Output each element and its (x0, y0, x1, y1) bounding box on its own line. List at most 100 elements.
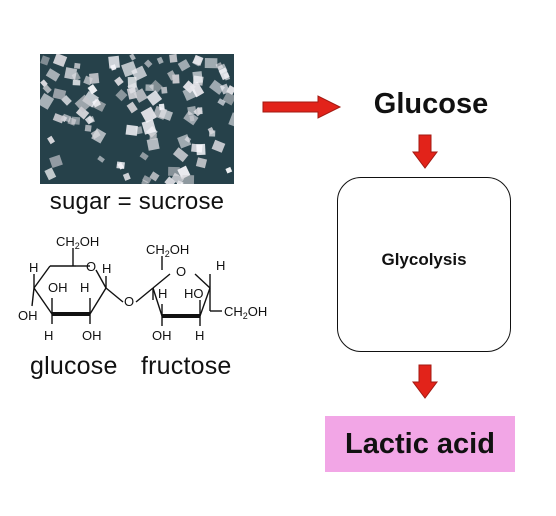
sugar-crystal (192, 54, 204, 66)
sugar-crystal (182, 174, 195, 184)
glucose-oh-bottom: OH (82, 328, 102, 343)
sugar-crystal (61, 113, 72, 123)
sugar-crystal (169, 54, 178, 63)
arrow-shape (262, 95, 342, 119)
sugar-crystal (170, 172, 185, 184)
glycosidic-oxygen: O (124, 294, 134, 309)
sugar-crystal (209, 79, 225, 95)
glucose-ring-oxygen: O (86, 259, 96, 274)
fructose-ho-inner: HO (184, 286, 204, 301)
sugar-crystal (45, 68, 61, 82)
down-arrow-icon (412, 364, 438, 399)
sugar-crystal (144, 59, 153, 68)
arrow-shape (412, 134, 438, 169)
sugar-crystal (84, 115, 94, 125)
sugar-crystal (52, 113, 65, 124)
sugar-crystal (164, 176, 176, 184)
sugar-crystal (204, 57, 218, 69)
sugar-crystal (127, 82, 139, 94)
glucose-h-inner: H (80, 280, 89, 295)
sugar-crystal (74, 62, 81, 69)
sugar-crystal (226, 85, 234, 95)
sugar-crystal (40, 55, 50, 66)
sugar-crystal (156, 56, 164, 65)
glucose-oh-inner: OH (48, 280, 68, 295)
sugar-crystal (115, 89, 128, 102)
sugar-crystal (228, 112, 234, 129)
fructose-h-bottom: H (195, 328, 204, 343)
sugar-crystal (158, 108, 173, 121)
sugar-crystal (145, 84, 154, 92)
sugar-crystal (195, 157, 208, 169)
sugar-crystal (72, 79, 81, 86)
sugar-crystal (207, 126, 215, 135)
glycolysis-box: Glycolysis (337, 177, 511, 352)
sugar-crystal (146, 137, 160, 151)
sugar-crystal (193, 107, 203, 117)
sugar-crystal (211, 139, 226, 153)
sugar-crystal (177, 59, 191, 72)
sugar-crystal (133, 88, 148, 103)
sugar-crystal (177, 134, 192, 149)
glucose-ring-label: glucose (30, 352, 118, 380)
lactic-acid-label: Lactic acid (345, 427, 495, 460)
sugar-crystal (110, 64, 117, 71)
sugar-crystal (196, 143, 206, 156)
sugar-crystal (88, 72, 100, 85)
sugar-sucrose-caption: sugar = sucrose (49, 188, 225, 215)
glucose-title: Glucose (373, 88, 489, 120)
sugar-crystal (122, 172, 131, 181)
sucrose-structure-diagram: CH2OH O H H OH H OH H OH O CH2OH O H H H… (18, 234, 267, 343)
sugar-crystal (223, 72, 231, 81)
sugar-crystal (74, 94, 93, 113)
sugar-crystal (87, 84, 98, 95)
sugar-crystal (90, 129, 101, 140)
sugar-crystal (168, 166, 180, 177)
fructose-ch2oh-right-label: CH2OH (224, 304, 267, 321)
sugar-crystal (64, 67, 78, 80)
sugar-crystal (44, 167, 57, 181)
sugar-crystal (40, 79, 48, 88)
sugar-crystal (40, 92, 55, 110)
sugar-crystal (161, 86, 168, 94)
sugar-crystal (146, 90, 163, 106)
fructose-h-top-right: H (216, 258, 225, 273)
sugar-crystal (49, 154, 63, 169)
sugar-crystal (84, 124, 92, 132)
sugar-crystal (129, 54, 136, 61)
glucose-h-left: H (29, 260, 38, 275)
glucose-ch2oh-label: CH2OH (56, 234, 99, 251)
sugar-crystal (187, 105, 197, 116)
sugar-crystal (167, 70, 177, 81)
glycolysis-label: Glycolysis (381, 249, 467, 269)
sugar-crystal (126, 101, 138, 114)
sugar-crystal (47, 135, 56, 145)
sugar-crystal (217, 98, 226, 107)
glucose-oh-left: OH (18, 308, 38, 323)
sugar-crystal (222, 91, 234, 106)
sugar-crystal (172, 147, 189, 163)
sugar-crystal (182, 80, 196, 94)
sugar-crystal (117, 162, 125, 170)
sugar-crystal (149, 79, 163, 94)
fructose-ch2oh-top-label: CH2OH (146, 242, 189, 259)
lactic-acid-box: Lactic acid (325, 416, 515, 472)
sugar-crystal (192, 71, 203, 84)
sugar-crystal (97, 155, 105, 163)
sugar-crystal (131, 65, 148, 82)
sugar-crystal (42, 84, 52, 94)
sugar-crystal (125, 124, 138, 136)
sugar-crystal (75, 106, 90, 120)
sugar-crystal (52, 54, 68, 67)
sugar-crystal (139, 151, 149, 161)
arrow-shape (412, 364, 438, 399)
fructose-ring-oxygen: O (176, 264, 186, 279)
sugar-crystal (140, 106, 157, 123)
glucose-h-right: H (102, 261, 111, 276)
sugar-crystals-photo (40, 54, 234, 184)
fructose-h-inner: H (158, 286, 167, 301)
glucose-h-bottom: H (44, 328, 53, 343)
fructose-ring-label: fructose (141, 352, 232, 380)
sugar-crystal (149, 171, 160, 182)
sugar-crystal (71, 116, 81, 125)
